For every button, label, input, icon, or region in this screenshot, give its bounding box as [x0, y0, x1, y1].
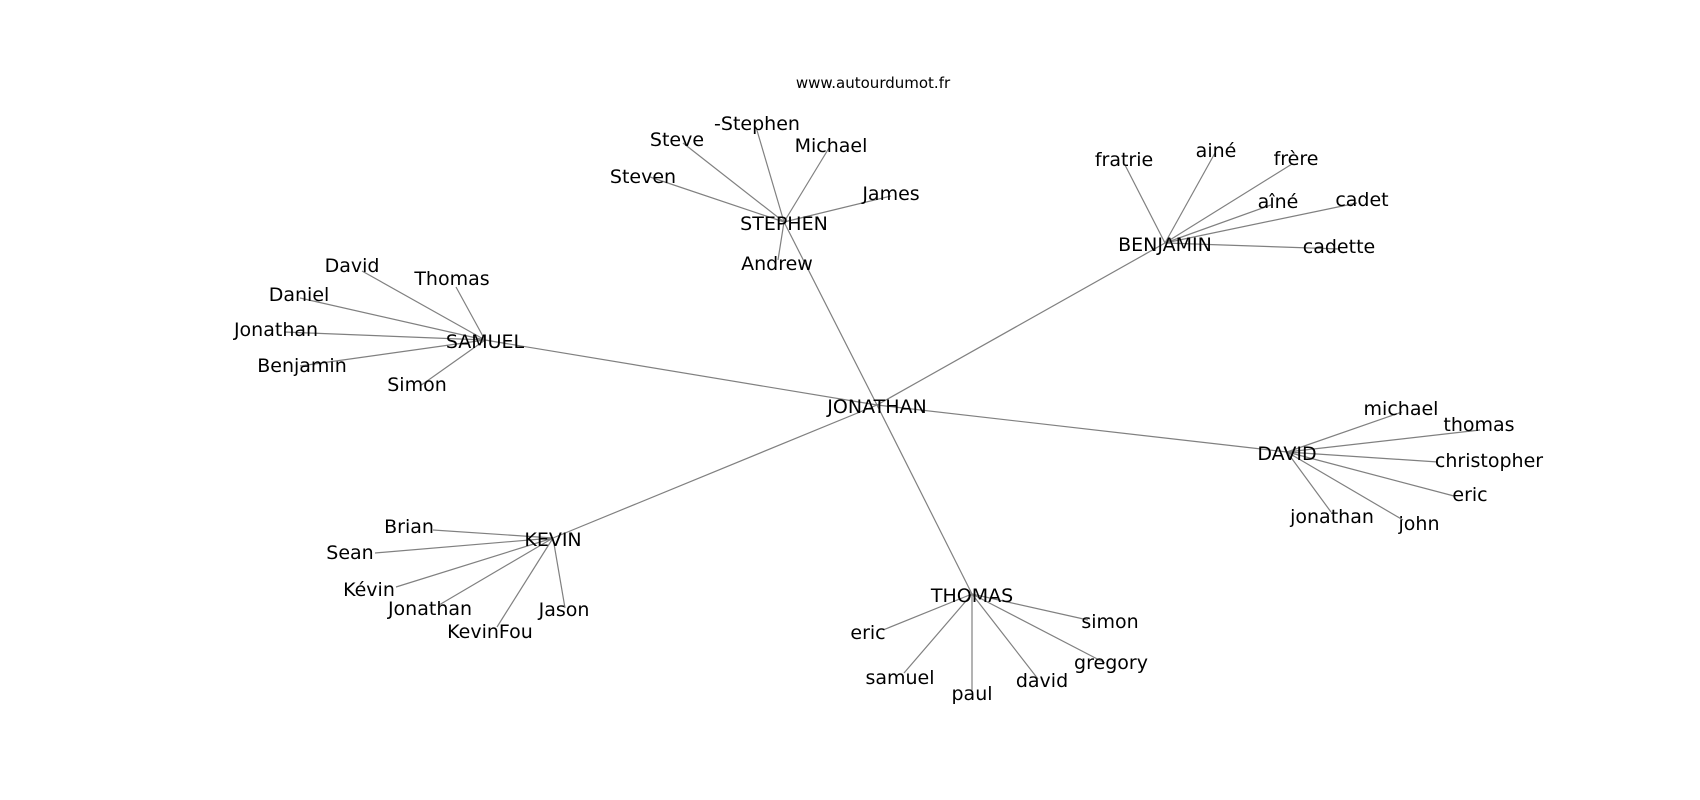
edge-david-4: [1286, 451, 1332, 513]
edge-kevin-3: [438, 537, 554, 606]
edge-david-2: [1286, 451, 1439, 463]
leaf-node-benjamin-2[interactable]: frère: [1274, 148, 1319, 170]
leaf-node-david-5[interactable]: john: [1398, 513, 1440, 535]
edge-kevin-5: [552, 537, 566, 609]
edge-benjamin-3: [1164, 204, 1272, 244]
leaf-node-benjamin-3[interactable]: aîné: [1258, 191, 1299, 213]
leaf-node-benjamin-4[interactable]: cadet: [1335, 189, 1388, 211]
leaf-node-david-1[interactable]: thomas: [1443, 414, 1514, 436]
leaf-node-samuel-5[interactable]: Simon: [387, 374, 447, 396]
edge-samuel-0: [361, 270, 486, 341]
labels-layer: JONATHAN STEPHEN Steven Steve -StephenMichae…: [233, 113, 1543, 705]
edge-thomas-5: [971, 593, 1089, 621]
leaf-node-kevin-0[interactable]: Brian: [384, 516, 434, 538]
edge-samuel-3: [283, 331, 486, 341]
edge-samuel-4: [299, 339, 486, 367]
edge-thomas-4: [971, 593, 1106, 664]
edge-kevin-4: [496, 537, 554, 628]
edge-thomas-0: [882, 593, 973, 631]
leaf-node-kevin-2[interactable]: Kévin: [343, 579, 395, 601]
edge-david-3: [1286, 451, 1455, 497]
leaf-node-stephen-5[interactable]: Andrew: [741, 253, 813, 275]
edge-center-thomas: [876, 404, 973, 595]
edge-kevin-1: [374, 537, 554, 554]
edge-benjamin-5: [1164, 242, 1341, 250]
edge-stephen-5: [777, 221, 785, 261]
edge-benjamin-2: [1164, 163, 1293, 244]
edge-center-samuel: [484, 339, 878, 406]
leaf-node-david-2[interactable]: christopher: [1435, 450, 1543, 472]
site-label: www.autourdumot.fr: [796, 74, 951, 92]
leaf-node-samuel-0[interactable]: David: [325, 255, 380, 277]
edge-stephen-2: [755, 126, 785, 223]
edge-stephen-3: [783, 147, 830, 223]
leaf-node-benjamin-1[interactable]: ainé: [1196, 140, 1237, 162]
edge-stephen-1: [682, 142, 785, 223]
edge-center-benjamin: [876, 242, 1166, 406]
hub-node-thomas[interactable]: THOMAS: [930, 585, 1013, 607]
leaf-node-david-3[interactable]: eric: [1452, 484, 1487, 506]
edge-benjamin-1: [1164, 152, 1216, 244]
edge-david-1: [1286, 429, 1481, 453]
leaf-node-samuel-4[interactable]: Benjamin: [257, 355, 347, 377]
edge-center-david: [876, 404, 1288, 453]
hub-node-samuel[interactable]: SAMUEL: [446, 331, 525, 353]
leaf-node-samuel-3[interactable]: Jonathan: [233, 319, 318, 341]
edge-benjamin-4: [1164, 202, 1358, 244]
hub-node-benjamin[interactable]: BENJAMIN: [1118, 234, 1212, 256]
leaf-node-kevin-4[interactable]: KevinFou: [447, 621, 533, 643]
leaf-node-stephen-2[interactable]: -Stephen: [714, 113, 800, 135]
leaf-node-thomas-5[interactable]: simon: [1081, 611, 1138, 633]
edge-stephen-4: [783, 195, 892, 223]
edge-kevin-0: [432, 529, 554, 539]
edge-samuel-5: [419, 339, 486, 387]
edge-thomas-1: [903, 593, 973, 674]
leaf-node-samuel-2[interactable]: Daniel: [269, 284, 330, 306]
edge-center-kevin: [552, 404, 878, 539]
leaf-node-kevin-1[interactable]: Sean: [326, 542, 373, 564]
edge-stephen-0: [649, 176, 785, 223]
leaf-node-thomas-3[interactable]: david: [1016, 670, 1068, 692]
edges-layer: [283, 126, 1481, 690]
leaf-node-thomas-2[interactable]: paul: [951, 683, 992, 705]
leaf-node-samuel-1[interactable]: Thomas: [413, 268, 489, 290]
leaf-node-stephen-3[interactable]: Michael: [795, 135, 868, 157]
hub-node-stephen[interactable]: STEPHEN: [740, 213, 828, 235]
leaf-node-kevin-5[interactable]: Jason: [538, 599, 590, 621]
leaf-node-thomas-0[interactable]: eric: [850, 622, 885, 644]
hub-node-david[interactable]: DAVID: [1257, 443, 1316, 465]
edge-david-0: [1286, 411, 1403, 453]
leaf-node-benjamin-5[interactable]: cadette: [1303, 236, 1375, 258]
edge-samuel-2: [299, 297, 486, 341]
edge-thomas-3: [971, 593, 1039, 680]
leaf-node-david-0[interactable]: michael: [1364, 398, 1439, 420]
edge-center-stephen: [783, 221, 878, 406]
leaf-node-kevin-3[interactable]: Jonathan: [387, 598, 472, 620]
hub-node-kevin[interactable]: KEVIN: [524, 529, 581, 551]
edge-samuel-1: [455, 286, 486, 341]
leaf-node-thomas-1[interactable]: samuel: [865, 667, 934, 689]
leaf-node-thomas-4[interactable]: gregory: [1074, 652, 1148, 674]
leaf-node-stephen-4[interactable]: James: [861, 183, 919, 205]
center-node-label[interactable]: JONATHAN: [826, 396, 926, 418]
leaf-node-benjamin-0[interactable]: fratrie: [1095, 149, 1153, 171]
leaf-node-david-4[interactable]: jonathan: [1289, 506, 1374, 528]
leaf-node-stephen-0[interactable]: Steven: [610, 166, 676, 188]
leaf-node-stephen-1[interactable]: Steve: [650, 129, 704, 151]
edge-kevin-2: [395, 537, 554, 588]
edge-benjamin-0: [1124, 164, 1166, 244]
edge-david-5: [1286, 451, 1404, 521]
